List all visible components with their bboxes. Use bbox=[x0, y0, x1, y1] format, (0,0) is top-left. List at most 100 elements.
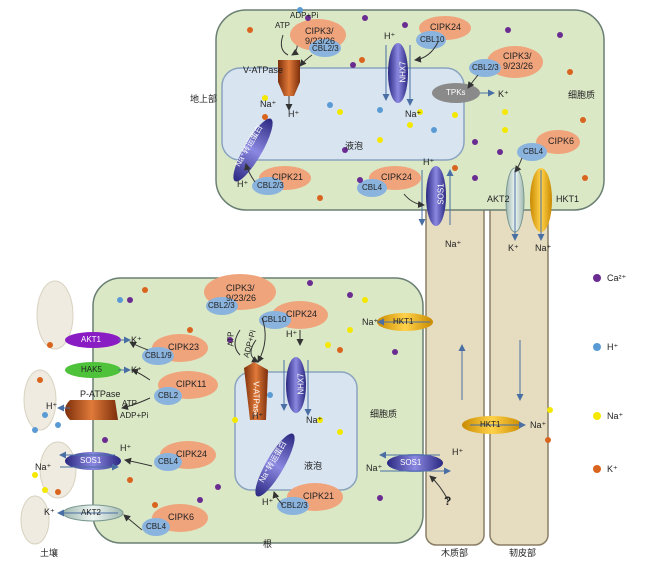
soil-label: 土壤 bbox=[40, 548, 59, 558]
root-hkt1-left-label: HKT1 bbox=[393, 317, 414, 326]
root-sos1-h-in: H⁺ bbox=[120, 443, 132, 453]
sos1-root-left bbox=[65, 452, 121, 470]
root-akt2-label: AKT2 bbox=[81, 508, 102, 517]
root-cbl10: CBL10 bbox=[262, 315, 287, 324]
root-hak5-label: HAK5 bbox=[81, 365, 102, 374]
legend-ca-label: Ca²⁺ bbox=[607, 273, 627, 283]
aerial-cbl23-bottom: CBL2/3 bbox=[257, 181, 284, 190]
root-cipk21: CIPK21 bbox=[303, 491, 335, 501]
root-atp: ATP bbox=[226, 331, 236, 347]
ion-dots bbox=[32, 7, 588, 508]
root-cipk3-l2: 9/23/26 bbox=[226, 293, 257, 303]
aerial-tpks-k: K⁺ bbox=[498, 89, 509, 99]
aerial-cbl10: CBL10 bbox=[420, 35, 445, 44]
root-label: 根 bbox=[263, 539, 273, 549]
na-transporter-aerial bbox=[233, 118, 273, 182]
root-akt1-k: K⁺ bbox=[131, 335, 142, 345]
root-hkt1-na: Na⁺ bbox=[362, 317, 379, 327]
root-patp-adp: ADP+Pi bbox=[120, 411, 149, 420]
root-sos1-h-right: H⁺ bbox=[452, 447, 464, 457]
root-akt2-k: K⁺ bbox=[44, 507, 55, 517]
aerial-cbl4: CBL4 bbox=[362, 183, 383, 192]
aerial-cbl23-right: CBL2/3 bbox=[472, 63, 499, 72]
aerial-vatpase-h: H⁺ bbox=[288, 109, 300, 119]
nhx7-root bbox=[286, 357, 306, 413]
root-sos1-left-label: SOS1 bbox=[80, 456, 102, 465]
akt1-root bbox=[65, 332, 121, 348]
root-cipk11: CIPK11 bbox=[176, 379, 207, 389]
aerial-adp: ADP+Pi bbox=[290, 11, 319, 20]
root-patpase-label: P-ATPase bbox=[80, 389, 121, 399]
aerial-vacuole-label: 液泡 bbox=[345, 141, 364, 151]
aerial-sos1-label: SOS1 bbox=[436, 183, 446, 205]
aerial-cipk3b-l2: 9/23/26 bbox=[503, 61, 534, 71]
root-cbl19: CBL1/9 bbox=[145, 351, 172, 360]
aerial-sos1-na: Na⁺ bbox=[445, 239, 462, 249]
aerial-complexes bbox=[252, 16, 580, 197]
aerial-cipk3-l2: 9/23/26 bbox=[305, 36, 336, 46]
aerial-vac-na: Na⁺ bbox=[260, 99, 277, 109]
root-cipk3-l1: CIPK3/ bbox=[226, 283, 255, 293]
tpks-label: TPKs bbox=[446, 88, 466, 97]
aerial-akt2-k: K⁺ bbox=[508, 243, 519, 253]
root-patp-atp: ATP bbox=[122, 399, 137, 408]
root-vacuole-label: 液泡 bbox=[304, 461, 323, 471]
aerial-sos1-h: H⁺ bbox=[423, 157, 435, 167]
root-nhx7-h: H⁺ bbox=[286, 329, 298, 339]
root-sos1-na-right: Na⁺ bbox=[366, 463, 383, 473]
v-atpase-aerial bbox=[278, 60, 300, 96]
aerial-cipk24-top: CIPK24 bbox=[430, 22, 462, 32]
legend bbox=[593, 274, 601, 473]
legend-na-dot bbox=[593, 412, 601, 420]
root-transporter-h: H⁺ bbox=[262, 497, 274, 507]
v-atpase-root bbox=[244, 362, 268, 420]
sos1-root-right bbox=[387, 454, 443, 472]
root-complexes bbox=[142, 274, 343, 536]
aerial-akt2-label: AKT2 bbox=[487, 194, 510, 204]
legend-k-label: K⁺ bbox=[607, 464, 618, 474]
aerial-cbl23-top: CBL2/3 bbox=[312, 44, 339, 53]
aerial-nhx7-na: Na⁺ bbox=[405, 109, 422, 119]
soil-particles bbox=[20, 280, 77, 545]
legend-k-dot bbox=[593, 465, 601, 473]
root-cbl23-top: CBL2/3 bbox=[208, 301, 235, 310]
root-cipk23: CIPK23 bbox=[168, 342, 200, 352]
aerial-nhx7-h: H⁺ bbox=[384, 31, 396, 41]
aerial-cipk3b-l1: CIPK3/ bbox=[503, 51, 532, 61]
xylem-tube bbox=[425, 199, 485, 546]
legend-ca-dot bbox=[593, 274, 601, 282]
root-cipk24-top: CIPK24 bbox=[286, 309, 318, 319]
aerial-cipk3-l1: CIPK3/ bbox=[305, 26, 334, 36]
root-akt1-label: AKT1 bbox=[81, 335, 102, 344]
sos1-aerial bbox=[426, 166, 446, 226]
root-cbl2: CBL2 bbox=[158, 391, 179, 400]
root-cytoplasm-label: 细胞质 bbox=[370, 409, 398, 419]
nhx7-aerial bbox=[388, 43, 408, 103]
legend-na-label: Na⁺ bbox=[607, 411, 624, 421]
xylem-label: 木质部 bbox=[441, 548, 469, 558]
root-vatp-h: H⁺ bbox=[252, 411, 264, 421]
aerial-cbl4-right: CBL4 bbox=[523, 147, 544, 156]
hak5-root bbox=[65, 362, 121, 378]
aerial-label: 地上部 bbox=[190, 94, 218, 104]
root-sos1-na-out: Na⁺ bbox=[35, 462, 52, 472]
root-sos1-right-label: SOS1 bbox=[400, 458, 422, 467]
aerial-atp: ATP bbox=[275, 21, 290, 30]
aerial-transporter-h: H⁺ bbox=[237, 179, 249, 189]
aerial-vatpase-label: V-ATPase bbox=[243, 65, 283, 75]
root-cipk6: CIPK6 bbox=[168, 512, 195, 522]
legend-h-dot bbox=[593, 343, 601, 351]
root-cbl4-bottom: CBL4 bbox=[146, 522, 167, 531]
root-nhx7-label: NHX7 bbox=[296, 373, 306, 395]
root-patp-h: H⁺ bbox=[46, 401, 58, 411]
root-hkt1-mid-na: Na⁺ bbox=[530, 420, 547, 430]
aerial-cipk6: CIPK6 bbox=[548, 136, 575, 146]
aerial-cipk21: CIPK21 bbox=[272, 172, 304, 182]
root-cbl4-left: CBL4 bbox=[158, 457, 179, 466]
aerial-nhx7-label: NHX7 bbox=[398, 61, 408, 83]
root-hak5-k: K⁺ bbox=[131, 365, 142, 375]
p-atpase-root bbox=[65, 400, 118, 420]
question-mark: ? bbox=[444, 494, 452, 508]
